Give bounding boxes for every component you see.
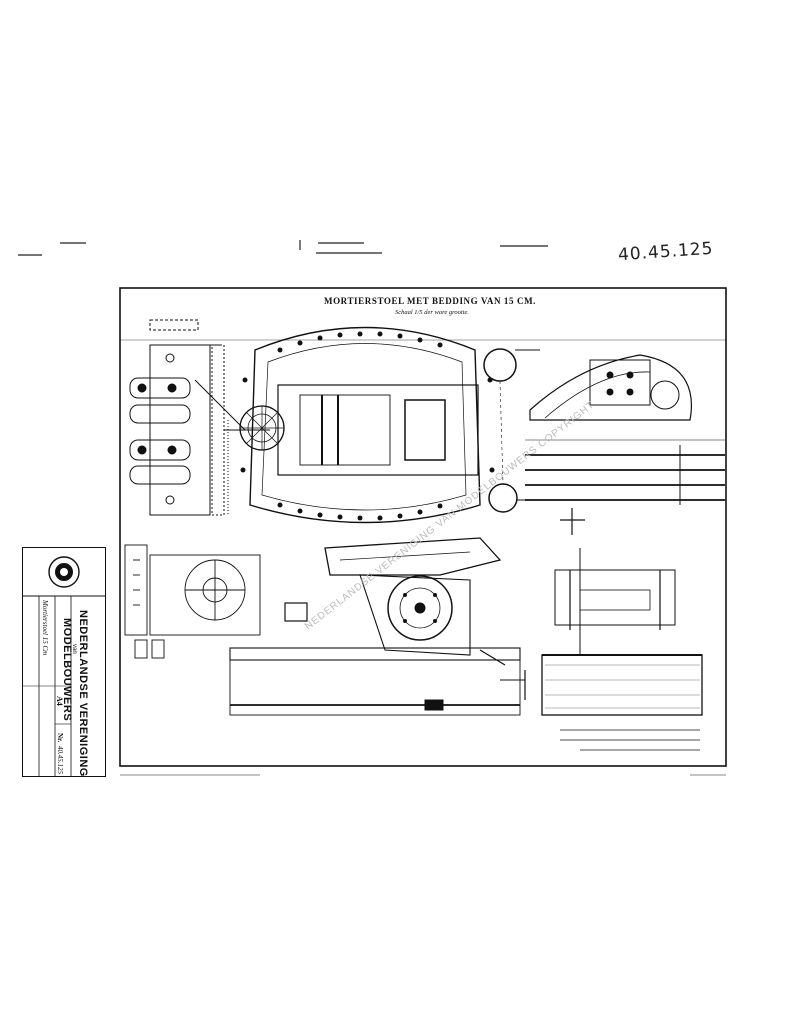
front-view-foundation bbox=[541, 548, 703, 751]
side-view-right bbox=[525, 354, 725, 535]
paper-format: A4 bbox=[55, 696, 64, 706]
drawing-frame bbox=[119, 287, 727, 767]
mortar-carriage-elevation bbox=[229, 537, 526, 716]
drawing-subtitle: Schaal 1/5 der ware grootte. bbox=[394, 309, 470, 316]
drawing-name: Mortierstoel 15 Cm bbox=[41, 600, 49, 656]
title-block: NEDERLANDSE VERENIGING van MODELBOUWERS … bbox=[22, 547, 106, 777]
drawing-number: 40.45.125 bbox=[56, 746, 64, 774]
organization-name-line1: NEDERLANDSE VERENIGING bbox=[77, 610, 89, 777]
plan-view-bedding bbox=[227, 326, 540, 524]
title-block-grid bbox=[23, 556, 105, 776]
drawing-title: MORTIERSTOEL MET BEDDING VAN 15 CM. bbox=[323, 296, 537, 306]
number-label: Nr. bbox=[56, 733, 64, 743]
section-view-left bbox=[124, 544, 261, 659]
scan-marks bbox=[18, 240, 548, 256]
side-elevation-left bbox=[129, 319, 270, 516]
